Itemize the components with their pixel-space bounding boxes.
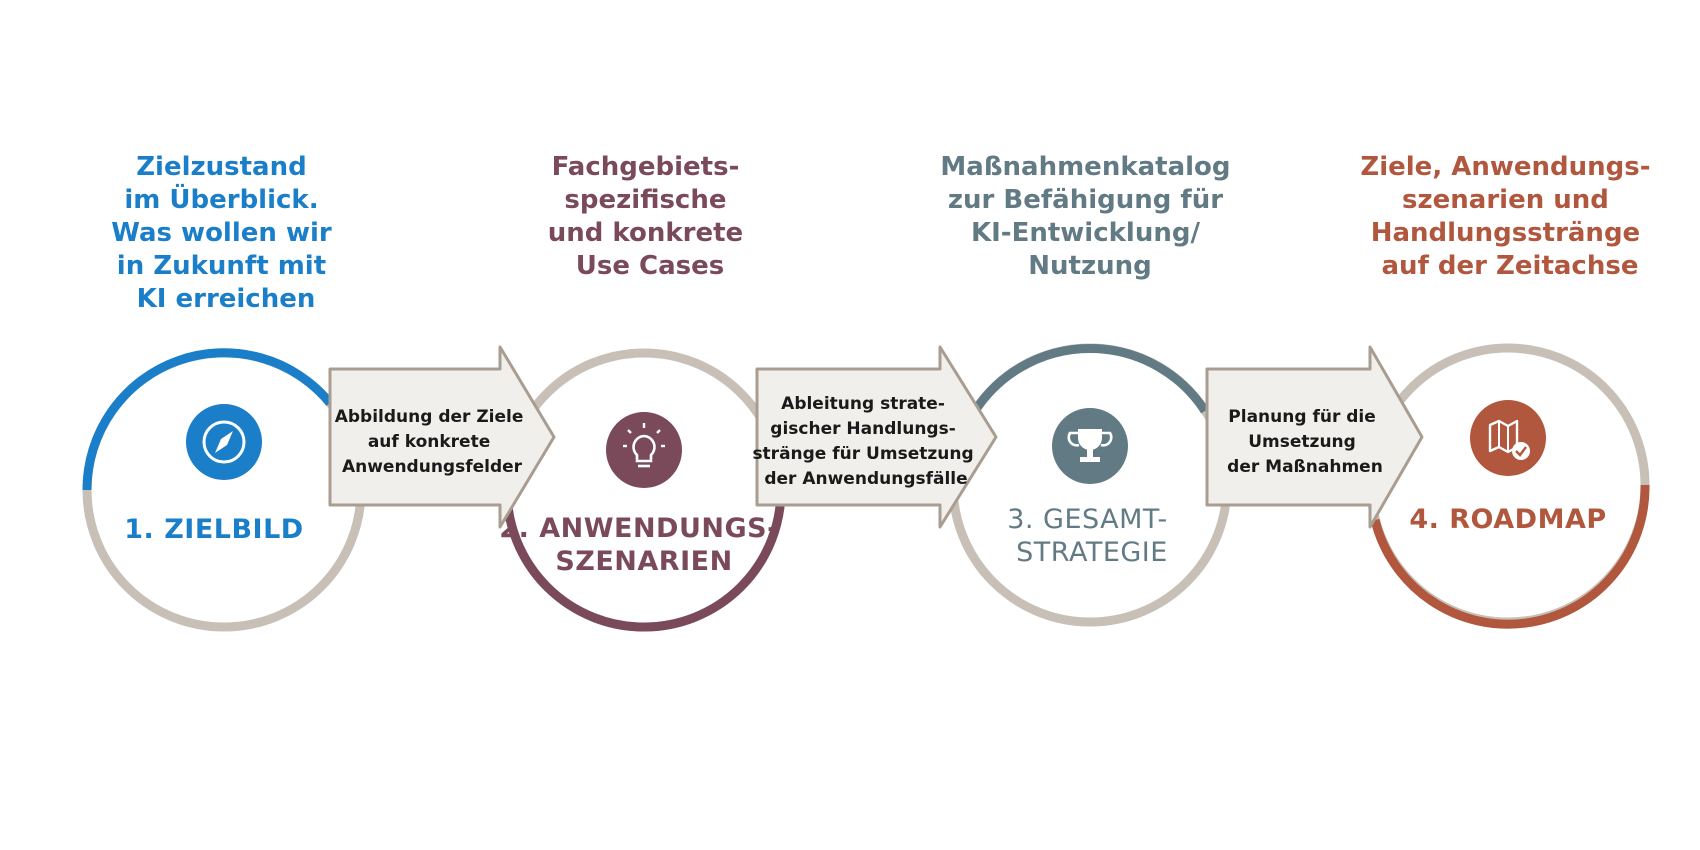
step-2-title: Fachgebiets- spezifische und konkrete Us… [548, 152, 753, 281]
arrow-2-text: Ableitung strate- gischer Handlungs- str… [752, 394, 979, 489]
arrow-1-line-2: auf konkrete [368, 432, 490, 452]
step-3-title: Maßnahmenkatalog zur Befähigung für KI-E… [940, 152, 1239, 281]
arrow-1-line-1: Abbildung der Ziele [335, 407, 524, 427]
step-3-label: 3. GESAMT- STRATEGIE [1007, 504, 1177, 568]
step-1-title-line-2: im Überblick. [124, 182, 318, 215]
step-3-title-line-4: Nutzung [1028, 251, 1151, 281]
step-4-roadmap: Ziele, Anwendungs- szenarien und Handlun… [1360, 152, 1659, 629]
lightbulb-icon [606, 412, 682, 488]
step-3-gesamtstrategie: Maßnahmenkatalog zur Befähigung für KI-E… [940, 152, 1239, 627]
step-3-label-line-1: 3. GESAMT- [1007, 504, 1168, 535]
step-4-title-line-4: auf der Zeitachse [1382, 251, 1639, 281]
arrow-2-line-3: stränge für Umsetzung [752, 444, 973, 464]
step-2-anwendungsszenarien: Fachgebiets- spezifische und konkrete Us… [499, 152, 788, 632]
arrow-2-line-2: gischer Handlungs- [770, 419, 955, 439]
step-1-title-line-3: Was wollen wir [111, 218, 332, 248]
step-1-title-line-5: KI erreichen [137, 284, 316, 314]
step-2-label-line-1: 2. ANWENDUNGS- [499, 513, 779, 544]
arrow-3-text: Planung für die Umsetzung der Maßnahmen [1227, 407, 1383, 477]
arrow-3-line-3: der Maßnahmen [1227, 457, 1383, 477]
arrow-2: Ableitung strate- gischer Handlungs- str… [752, 345, 998, 529]
step-3-label-line-2: STRATEGIE [1016, 537, 1168, 568]
step-4-title: Ziele, Anwendungs- szenarien und Handlun… [1360, 152, 1659, 281]
step-1-label-line-1: 1. ZIELBILD [124, 514, 303, 545]
step-3-title-line-3: KI-Entwicklung/ [971, 218, 1200, 248]
arrow-3-line-2: Umsetzung [1248, 432, 1356, 452]
arrow-3: Planung für die Umsetzung der Maßnahmen [1205, 345, 1424, 529]
step-3-ring-accent [971, 343, 1209, 414]
arrow-2-line-1: Ableitung strate- [781, 394, 945, 414]
map-check-icon [1470, 400, 1546, 476]
step-1-ring-accent [82, 348, 334, 491]
step-1-label: 1. ZIELBILD [124, 514, 303, 545]
step-4-title-line-3: Handlungsstränge [1371, 218, 1640, 248]
step-3-title-line-1: Maßnahmenkatalog [940, 152, 1230, 182]
arrow-1-text: Abbildung der Ziele auf konkrete Anwendu… [335, 407, 530, 477]
step-2-title-line-2: spezifische [564, 185, 726, 215]
step-4-title-line-1: Ziele, Anwendungs- [1360, 152, 1650, 182]
step-4-title-line-2: szenarien und [1402, 185, 1609, 215]
step-2-label-line-2: SZENARIEN [555, 546, 732, 577]
arrow-1-line-3: Anwendungsfelder [342, 457, 523, 477]
step-2-title-line-4: Use Cases [576, 251, 724, 281]
arrow-2-line-4: der Anwendungsfälle [764, 469, 967, 489]
step-1-zielbild: Zielzustand im Überblick. Was wollen wir… [82, 152, 366, 632]
step-1-title-line-1: Zielzustand [136, 152, 307, 182]
step-2-title-line-3: und konkrete [548, 218, 743, 248]
arrow-3-shape [1205, 345, 1424, 529]
step-3-title-line-2: zur Befähigung für [948, 185, 1223, 215]
step-2-label: 2. ANWENDUNGS- SZENARIEN [499, 513, 788, 577]
arrow-1-shape [328, 345, 556, 529]
trophy-icon [1052, 408, 1128, 484]
step-4-ring-accent [1370, 484, 1650, 629]
arrow-3-line-1: Planung für die [1228, 407, 1375, 427]
step-2-ring-accent [502, 489, 786, 632]
step-2-title-line-1: Fachgebiets- [552, 152, 740, 182]
arrow-1: Abbildung der Ziele auf konkrete Anwendu… [328, 345, 556, 529]
compass-icon [186, 404, 262, 480]
arrow-2-shape [755, 345, 998, 529]
step-1-title: Zielzustand im Überblick. Was wollen wir… [111, 152, 341, 314]
step-1-title-line-4: in Zukunft mit [117, 251, 326, 281]
step-4-label: 4. ROADMAP [1409, 504, 1606, 535]
step-4-label-line-1: 4. ROADMAP [1409, 504, 1606, 535]
